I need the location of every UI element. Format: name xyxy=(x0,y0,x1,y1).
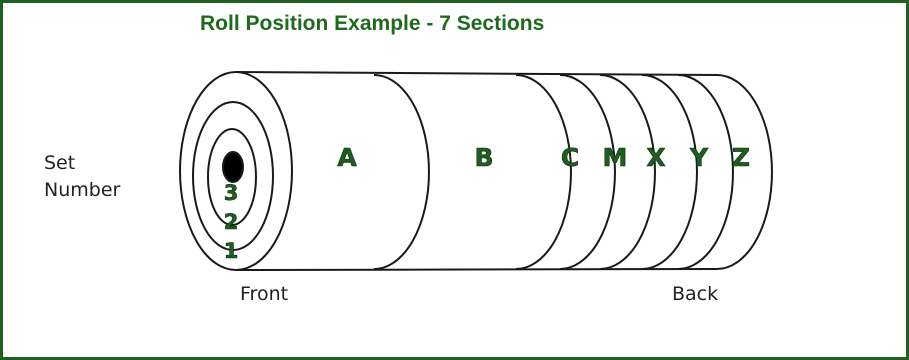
seam-x-y xyxy=(641,74,698,270)
front-face-ring-3 xyxy=(207,128,257,226)
section-label-z: Z xyxy=(732,143,750,172)
section-label-c: C xyxy=(561,143,579,172)
front-label: Front xyxy=(240,283,289,305)
roll-back-end xyxy=(716,74,773,270)
set-number-1: 1 xyxy=(224,239,239,263)
set-number-label: Set Number xyxy=(44,150,164,204)
back-label: Back xyxy=(672,283,719,305)
section-label-m: M xyxy=(603,143,628,172)
section-label-x: X xyxy=(646,143,665,172)
section-label-b: B xyxy=(474,143,493,172)
section-label-a: A xyxy=(337,143,357,172)
section-labels: A B C M X Y Z xyxy=(337,143,750,173)
roll-bottom-edge xyxy=(235,268,718,271)
roll-core xyxy=(222,151,244,183)
diagram-title: Roll Position Example - 7 Sections xyxy=(200,12,545,35)
seam-y-z xyxy=(677,74,734,270)
front-face-ring-2 xyxy=(192,101,274,251)
set-number-labels: 3 2 1 xyxy=(223,181,239,264)
seam-c-m xyxy=(559,74,616,270)
set-number-2: 2 xyxy=(224,210,239,234)
seam-b-c xyxy=(515,74,572,270)
seam-a-b xyxy=(373,74,430,270)
section-label-y: Y xyxy=(689,143,709,172)
seam-m-x xyxy=(599,74,656,270)
set-label-line-1: Set xyxy=(44,152,76,174)
roll-top-edge xyxy=(235,71,718,76)
set-number-3: 3 xyxy=(224,181,239,205)
set-label-line-2: Number xyxy=(44,179,121,201)
